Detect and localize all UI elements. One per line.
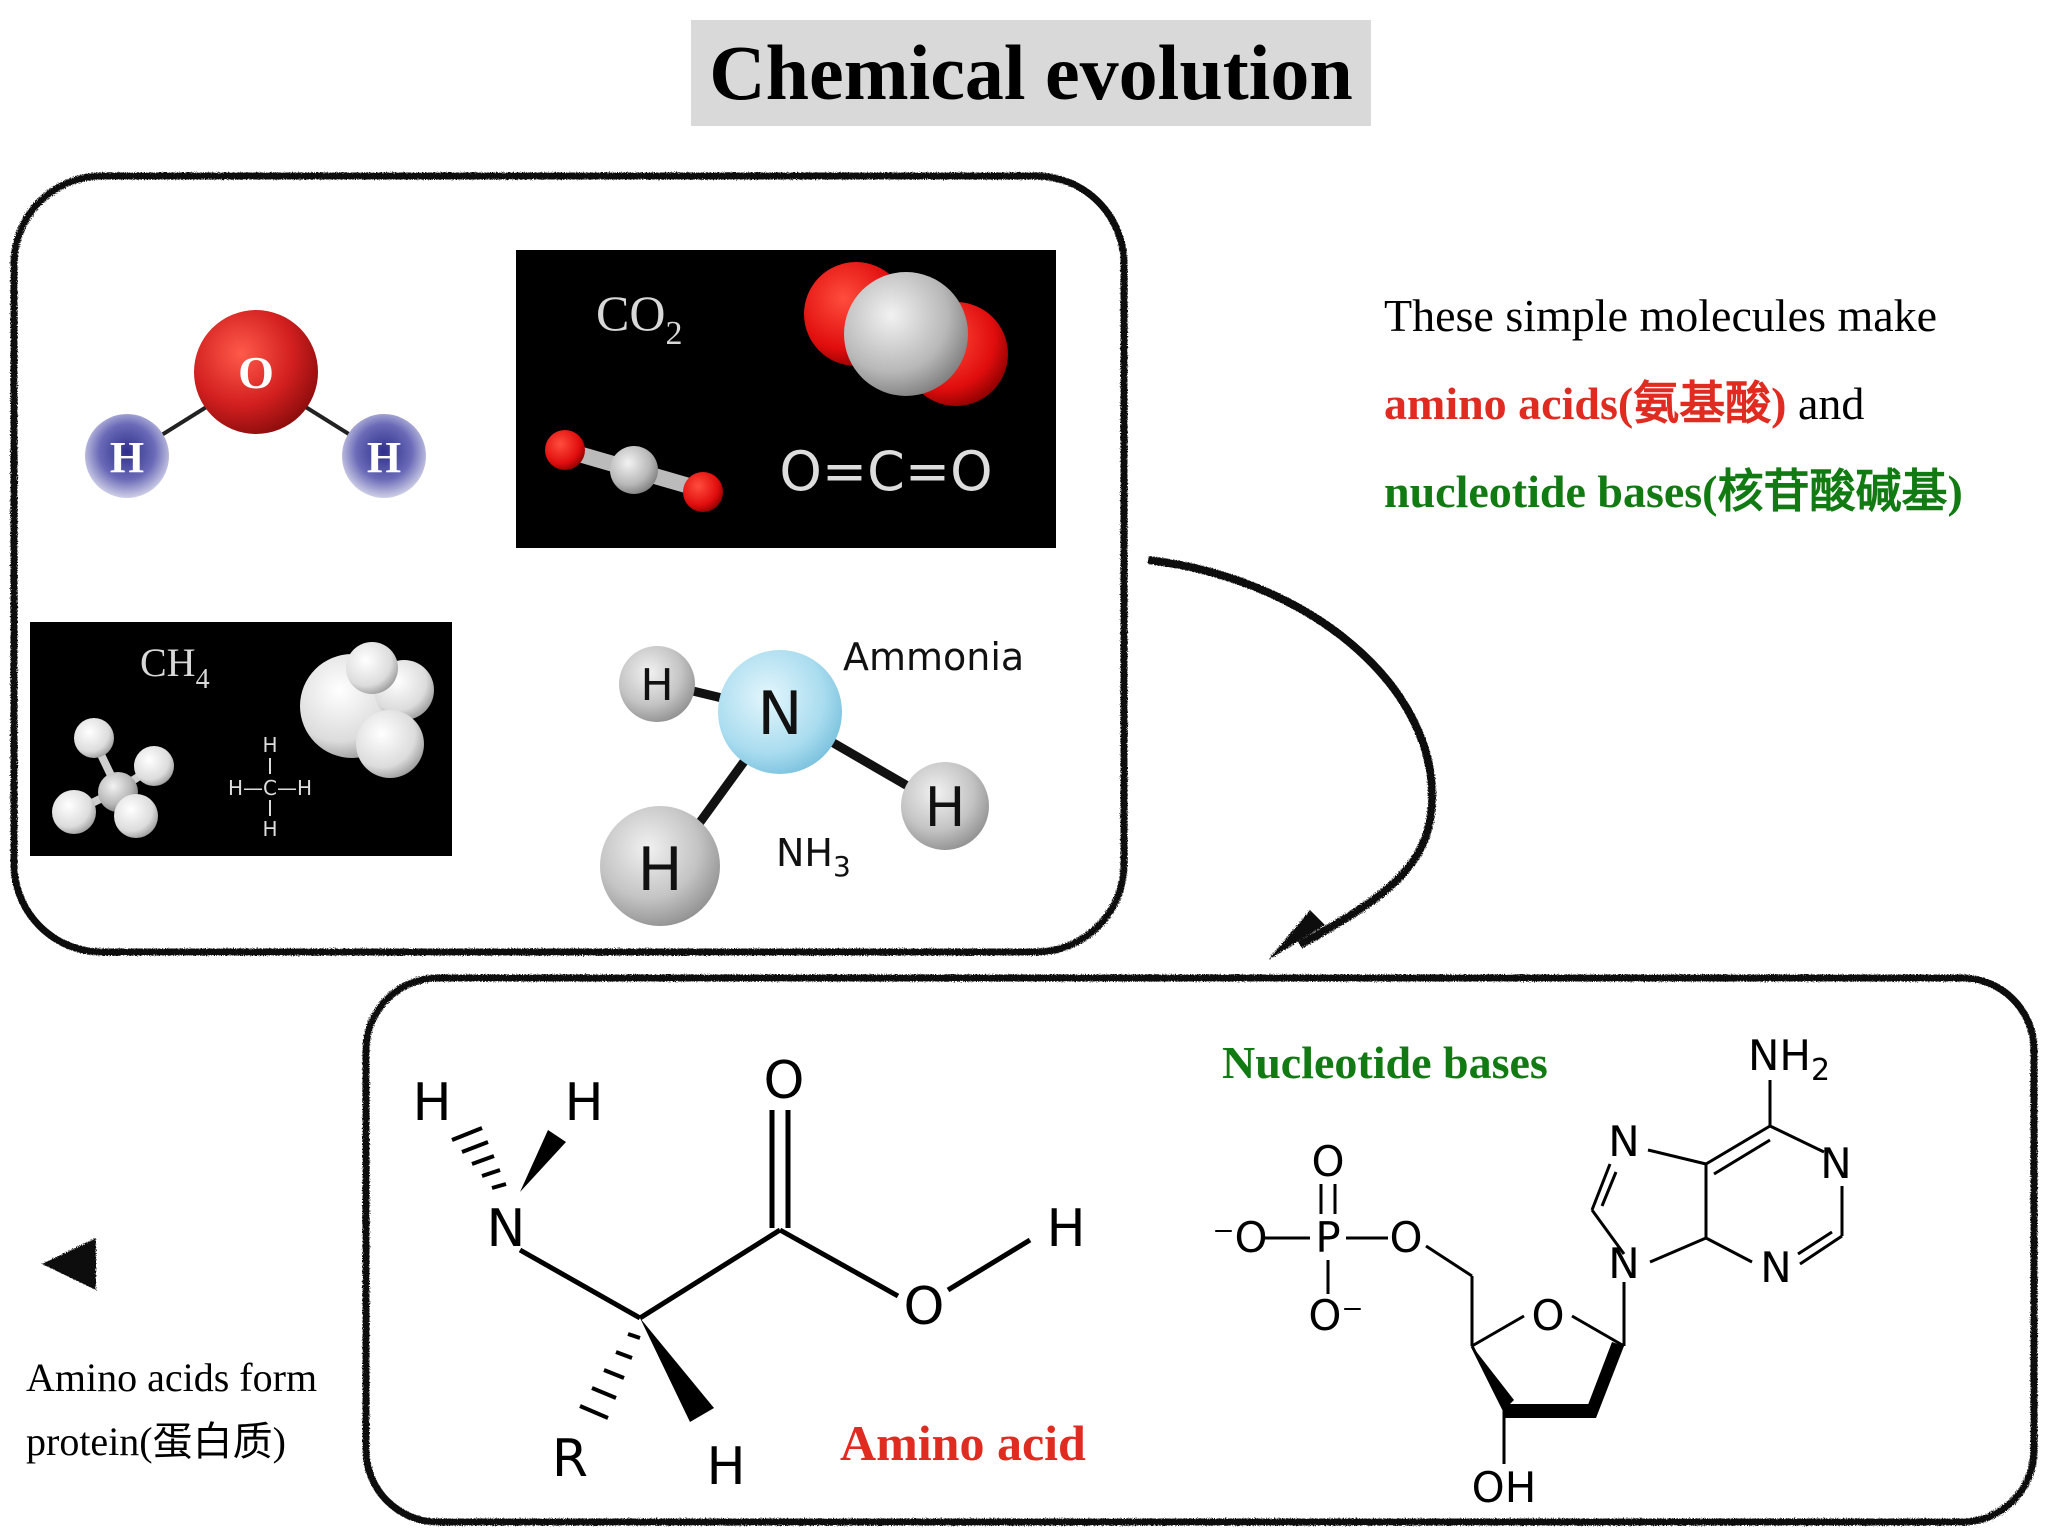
nucleotide-n-label: N <box>1608 1239 1639 1288</box>
ch4-structure-mid: H—C—H <box>228 776 312 800</box>
caption-line-2: protein(蛋白质) <box>26 1419 286 1464</box>
co2-structure: O=C=O <box>779 440 992 503</box>
amino-acid-h-label: H <box>706 1437 745 1497</box>
curved-arrow <box>1147 556 1436 949</box>
amino-acid-n-label: N <box>487 1199 526 1259</box>
bottom-frame <box>362 974 2038 1526</box>
water-hydrogen-label: H <box>110 433 144 482</box>
ammonia-hydrogen-label: H <box>637 835 682 905</box>
water-hydrogen-label: H <box>367 433 401 482</box>
caption-line-1: Amino acids form <box>26 1355 318 1400</box>
ammonia-molecule: N H H H Ammonia NH3 <box>600 635 1024 926</box>
title-banner: Chemical evolution <box>691 20 1371 126</box>
ammonia-hydrogen-label: H <box>640 660 673 711</box>
nucleotide-o-minus-label: O⁻ <box>1308 1291 1363 1340</box>
ch4-formula: CH4 <box>140 640 210 695</box>
description-line-2: amino acids(氨基酸) and <box>1384 360 2024 448</box>
nucleotide-o-label: O <box>1389 1213 1422 1262</box>
amino-acid-h-label: H <box>564 1073 603 1133</box>
description-line-1: These simple molecules make <box>1384 290 1938 341</box>
protein-caption: Amino acids form protein(蛋白质) <box>26 1346 366 1474</box>
nucleotide-structure: NH2 ⁻O P O O⁻ O <box>1212 1031 1851 1512</box>
curved-arrow-head <box>1268 910 1325 960</box>
nucleotide-p-label: P <box>1315 1213 1340 1262</box>
ch4-structure-top: H <box>262 733 277 757</box>
water-hydrogen-atom <box>85 414 169 498</box>
water-oxygen-label: O <box>238 347 274 398</box>
amino-acid-o-label: O <box>764 1051 805 1111</box>
water-hydrogen-atom <box>342 414 426 498</box>
ammonia-formula: NH3 <box>776 831 851 883</box>
amino-acids-term: amino acids(氨基酸) <box>1384 378 1787 429</box>
nucleotide-o-label: O <box>1311 1137 1344 1186</box>
nucleotide-minus-o-label: ⁻O <box>1212 1213 1267 1262</box>
amino-acid-h-label: H <box>412 1073 451 1133</box>
co2-formula: CO2 <box>596 285 682 352</box>
amino-acid-r-label: R <box>552 1429 588 1489</box>
nucleotide-oh-label: OH <box>1472 1463 1537 1512</box>
nucleotide-n-label: N <box>1608 1117 1639 1166</box>
ammonia-nitrogen-label: N <box>758 679 803 749</box>
top-frame <box>10 172 1128 956</box>
nucleotide-n-label: N <box>1820 1139 1851 1188</box>
ammonia-hydrogen-label: H <box>925 776 966 839</box>
left-arrow-head <box>42 1238 96 1290</box>
description-text: These simple molecules make amino acids(… <box>1384 272 2024 536</box>
nucleotide-bases-term: nucleotide bases(核苷酸碱基) <box>1384 466 1963 517</box>
nucleotide-label: Nucleotide bases <box>1222 1037 1548 1088</box>
ch4-panel: CH4 H H—C—H H <box>30 622 452 856</box>
page-title: Chemical evolution <box>709 29 1353 116</box>
amino-acid-structure: N H H O O H R H <box>412 1051 1085 1497</box>
ammonia-name: Ammonia <box>843 635 1024 679</box>
amino-acid-label: Amino acid <box>840 1415 1086 1471</box>
amino-acid-o-label: O <box>904 1277 945 1337</box>
co2-panel: CO2 O=C=O <box>516 250 1056 548</box>
ch4-structure-bottom: H <box>262 817 277 841</box>
and-word: and <box>1786 378 1865 429</box>
water-oxygen-atom <box>194 310 318 434</box>
water-molecule: O H H <box>85 310 426 498</box>
amino-acid-h-label: H <box>1046 1199 1085 1259</box>
nucleotide-o-label: O <box>1531 1291 1564 1340</box>
nucleotide-n-label: N <box>1760 1243 1791 1292</box>
nucleotide-nh2-label: NH2 <box>1748 1031 1830 1088</box>
